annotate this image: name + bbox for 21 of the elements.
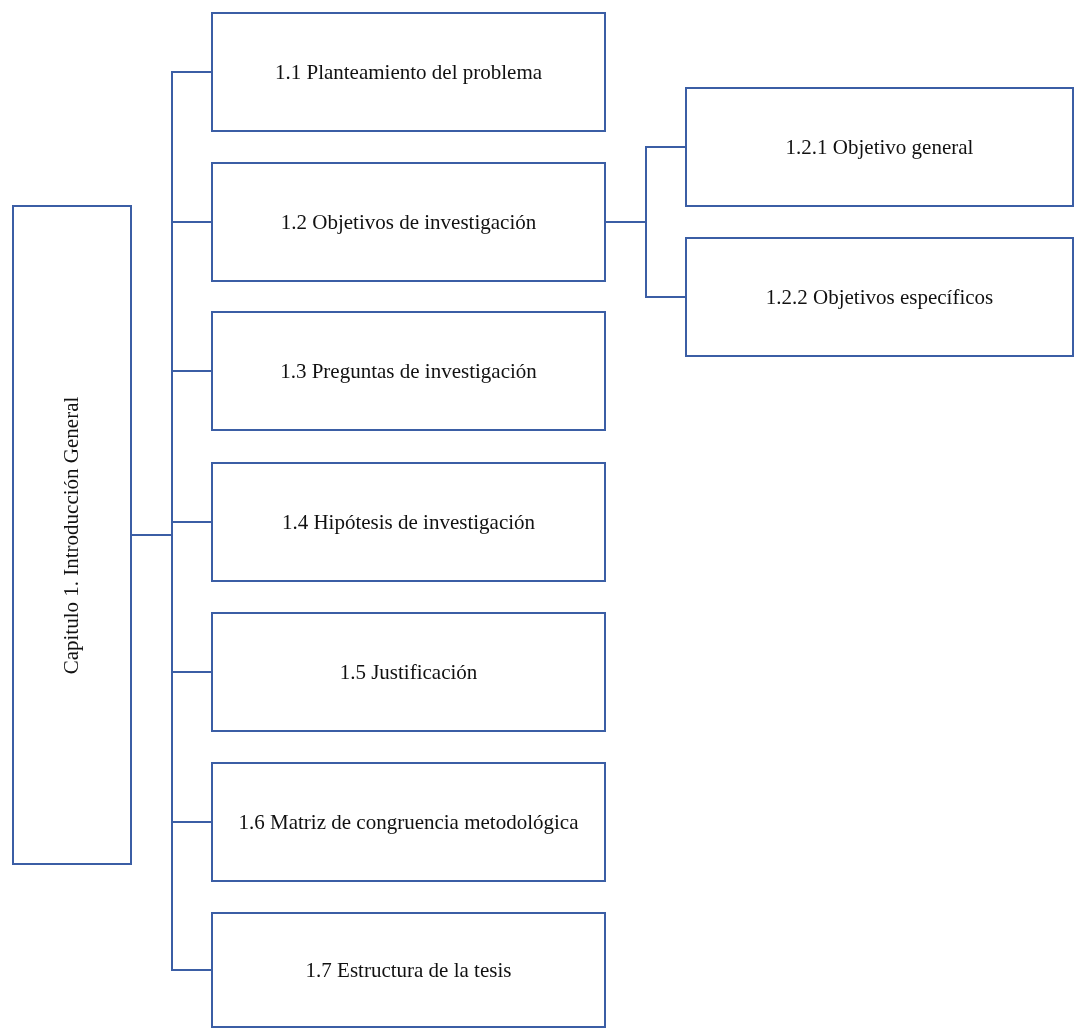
topic-label: 1.4 Hipótesis de investigación (281, 509, 536, 535)
topic-label: 1.3 Preguntas de investigación (280, 358, 537, 384)
topic-box (211, 762, 606, 882)
topic-box (211, 162, 606, 282)
topic-box (211, 462, 606, 582)
topic-box (12, 205, 132, 865)
topic-label: 1.7 Estructura de la tesis (305, 957, 512, 983)
topic-box (685, 237, 1074, 357)
topic-box (211, 311, 606, 431)
topic-label: 1.1 Planteamiento del problema (274, 59, 543, 85)
connector-line (605, 221, 686, 298)
topic-label: 1.5 Justificación (339, 659, 478, 685)
topic-box (211, 912, 606, 1028)
topic-label: Capitulo 1. Introducción General (59, 396, 85, 674)
topic-label: 1.2.2 Objetivos específicos (765, 284, 994, 310)
topic-box (211, 12, 606, 132)
topic-box (211, 612, 606, 732)
topic-label: 1.2 Objetivos de investigación (280, 209, 537, 235)
topic-label: 1.6 Matriz de congruencia metodológica (238, 809, 579, 835)
topic-label: 1.2.1 Objetivo general (785, 134, 974, 160)
topic-box (685, 87, 1074, 207)
